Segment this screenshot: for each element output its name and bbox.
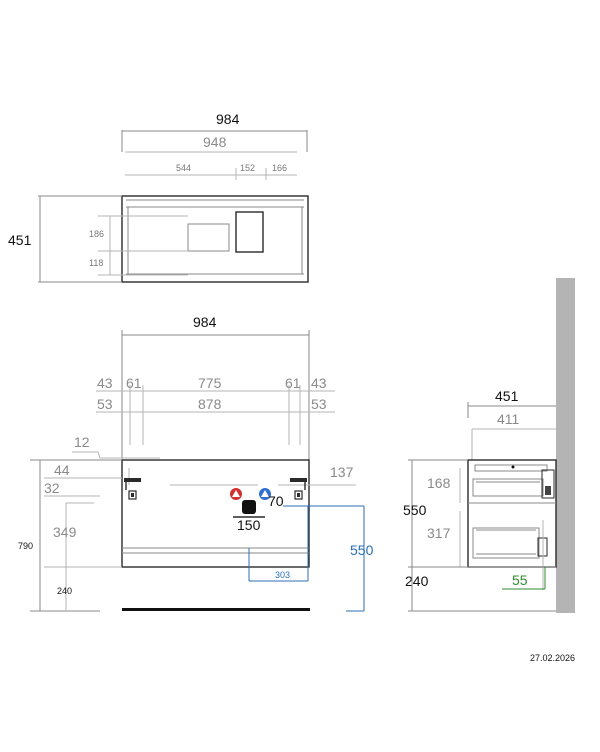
dim-side-depth: 451 — [495, 388, 519, 404]
dim-front-44: 44 — [54, 462, 70, 478]
dim-top-width-inner: 948 — [203, 134, 227, 150]
dim-front-43-right: 43 — [311, 375, 327, 391]
dim-side-240: 240 — [405, 573, 429, 589]
dim-front-790: 790 — [18, 541, 33, 551]
dim-side-411: 411 — [497, 411, 520, 427]
dim-side-168: 168 — [427, 475, 451, 491]
front-floor-line — [122, 608, 310, 611]
front-cabinet-outline — [121, 459, 310, 568]
dim-front-150: 150 — [237, 517, 261, 533]
dim-front-53-left: 53 — [97, 396, 113, 412]
top-siphon-box — [235, 211, 264, 253]
dim-front-61-left: 61 — [126, 375, 142, 391]
drawing-date: 27.02.2026 — [530, 653, 575, 663]
dim-front-61-right: 61 — [285, 375, 301, 391]
dim-top-width-outer: 984 — [216, 111, 240, 127]
top-basin-rect — [187, 223, 230, 252]
dim-front-width: 984 — [193, 314, 217, 330]
cold-water-icon — [259, 488, 271, 500]
side-lower-drawer — [472, 527, 540, 559]
dim-top-186: 186 — [89, 229, 104, 239]
dim-side-55: 55 — [512, 572, 528, 588]
wall — [556, 278, 575, 613]
top-view: 984 948 544 152 166 451 186 118 — [8, 111, 309, 283]
drain-outlet-icon — [242, 500, 256, 514]
dim-top-118: 118 — [89, 258, 103, 268]
dim-front-43-left: 43 — [97, 375, 113, 391]
dim-front-12: 12 — [74, 434, 90, 450]
top-cabinet-outline — [121, 195, 309, 283]
dim-front-240: 240 — [57, 586, 72, 596]
dim-top-166: 166 — [272, 163, 287, 173]
dim-side-550: 550 — [403, 502, 427, 518]
dim-top-152: 152 — [240, 163, 255, 173]
hot-water-icon — [230, 488, 242, 500]
dim-front-32: 32 — [44, 480, 60, 496]
dim-front-775: 775 — [198, 375, 222, 391]
dim-front-53-right: 53 — [311, 396, 327, 412]
dim-side-317: 317 — [427, 525, 451, 541]
front-view: 984 43 61 775 61 43 53 878 53 12 — [18, 314, 374, 612]
dim-front-137: 137 — [330, 464, 354, 480]
hanging-bracket-left — [124, 478, 141, 500]
dim-front-550: 550 — [350, 542, 374, 558]
side-view: 451 411 550 168 317 240 55 — [403, 278, 575, 613]
dim-front-303: 303 — [275, 570, 290, 580]
dim-top-544: 544 — [176, 163, 191, 173]
hanging-bracket-right — [290, 478, 307, 500]
dim-front-349: 349 — [53, 524, 77, 540]
dim-front-878: 878 — [198, 396, 222, 412]
side-upper-drawer — [472, 478, 544, 497]
dim-front-70: 70 — [268, 493, 284, 509]
dim-top-depth: 451 — [8, 232, 32, 248]
